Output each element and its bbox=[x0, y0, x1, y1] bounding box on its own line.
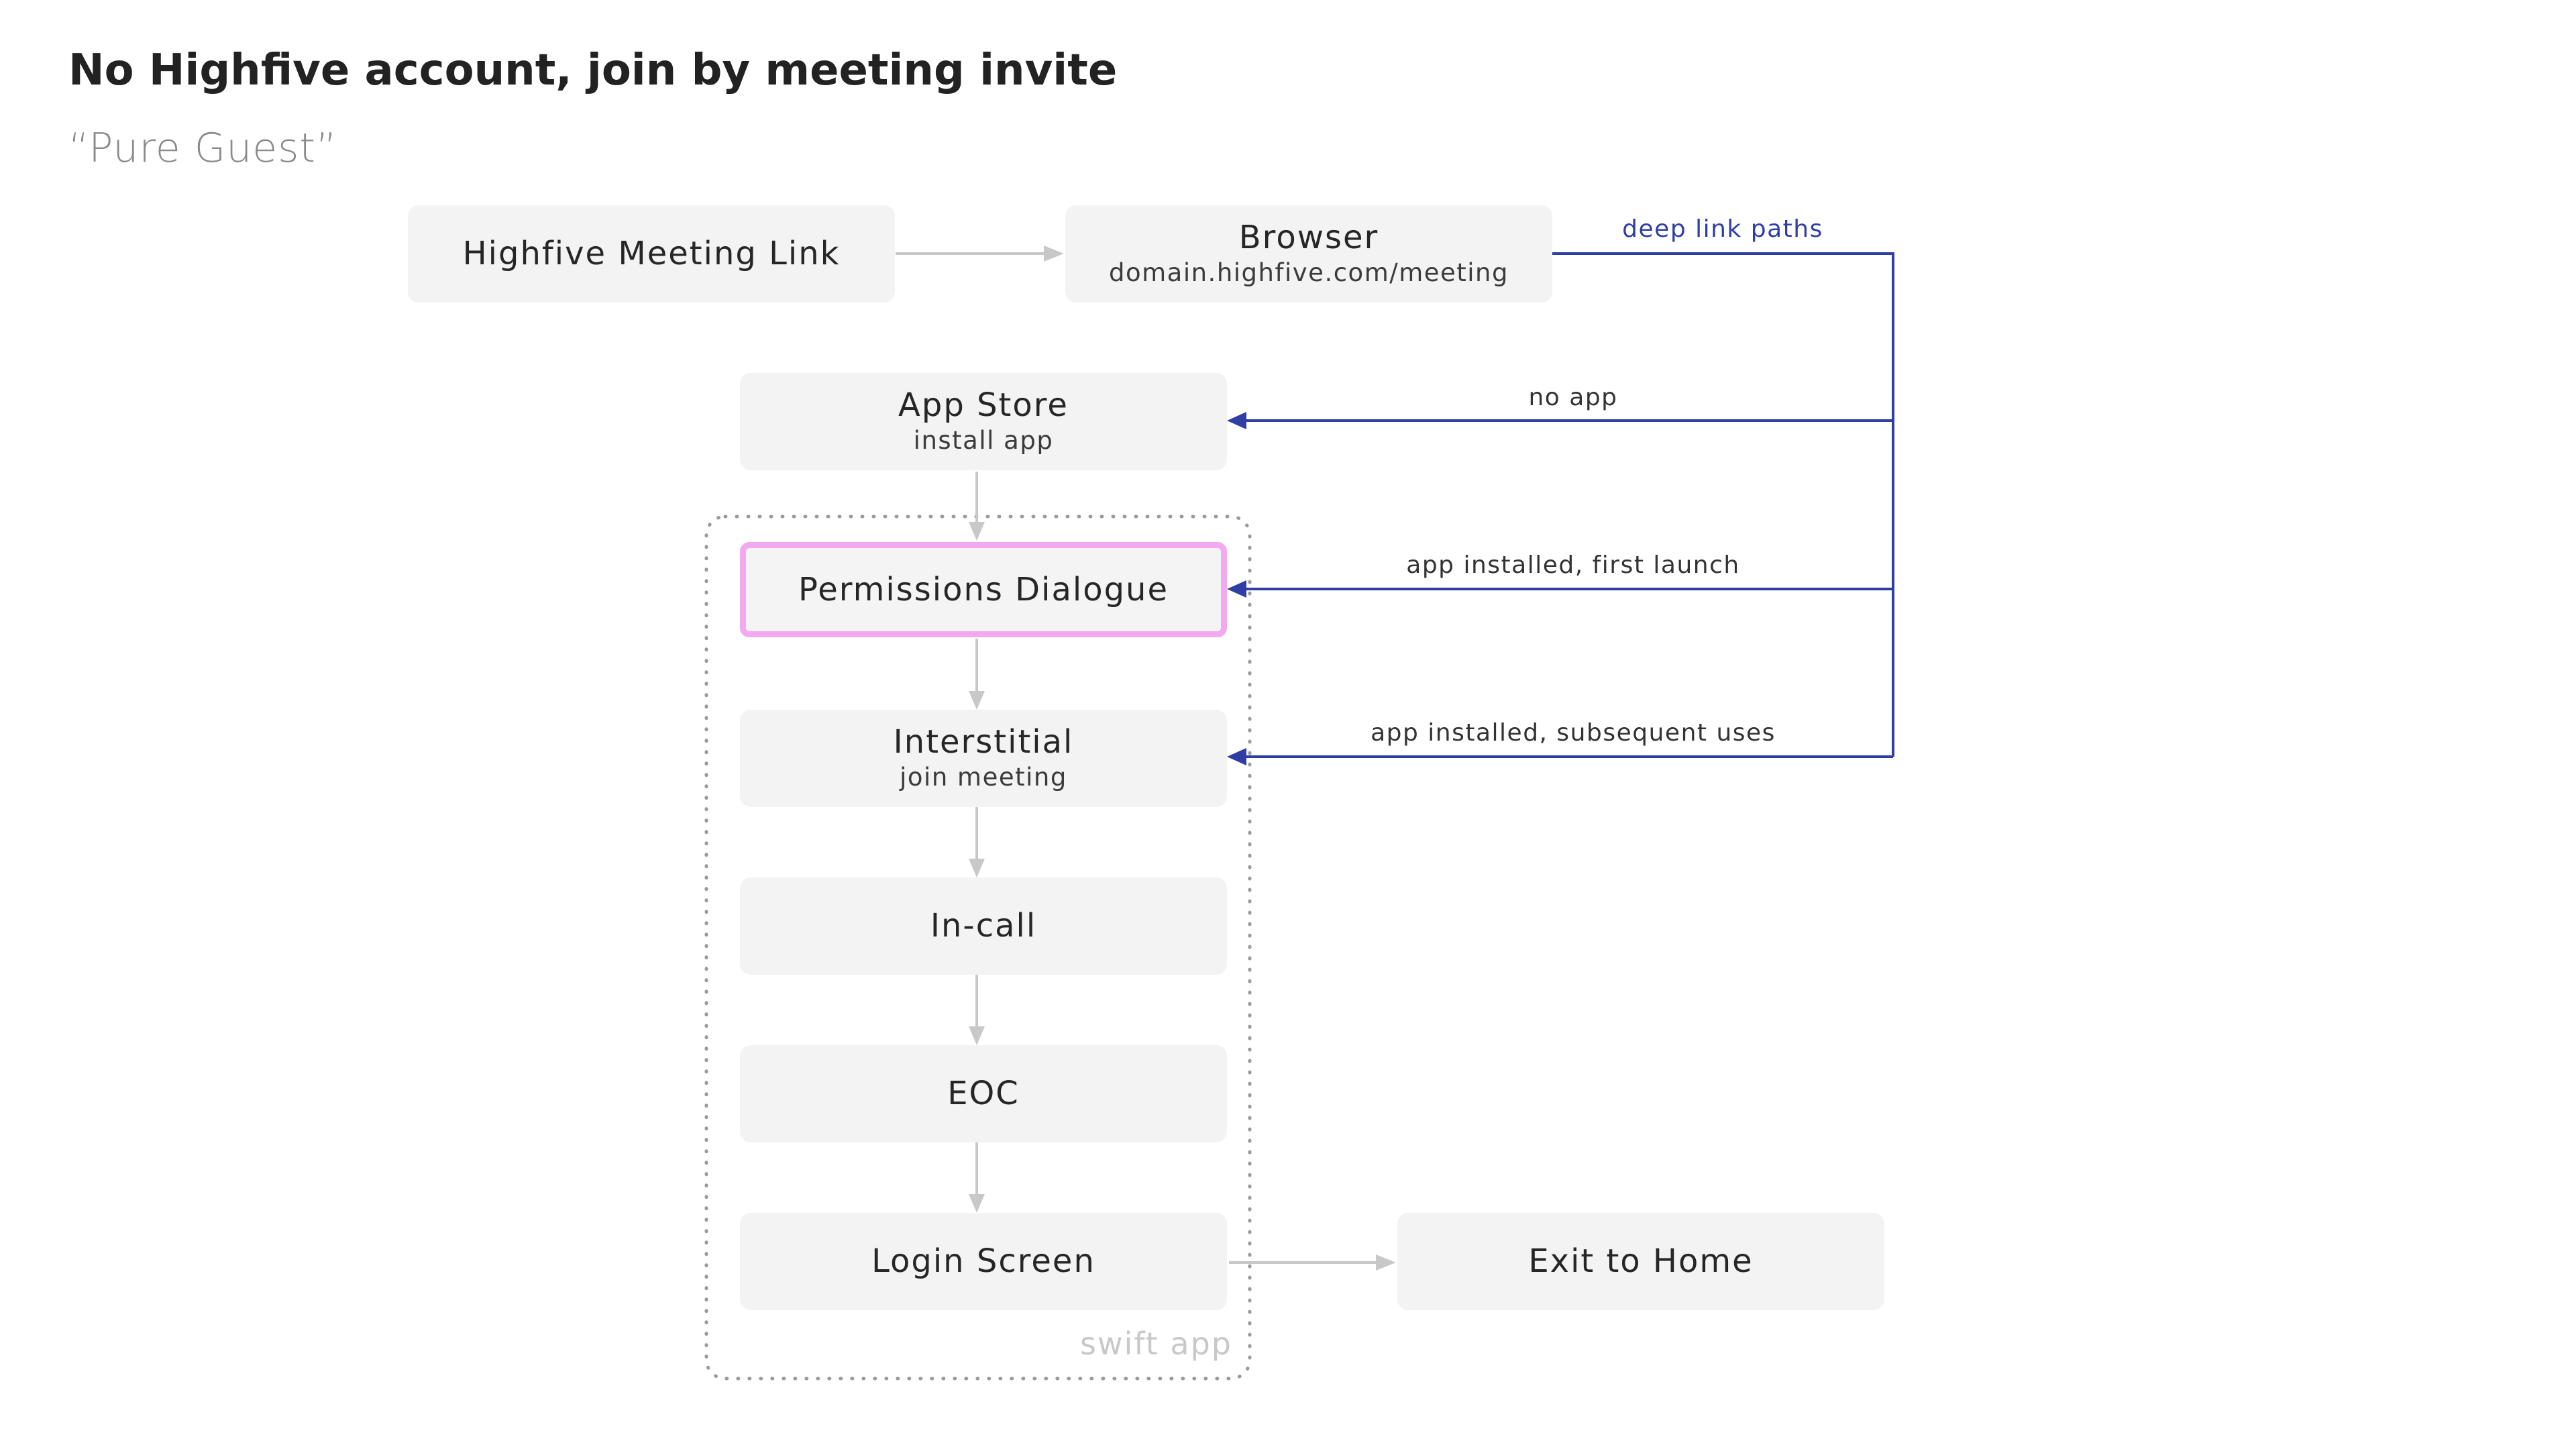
arrowhead-app-store bbox=[1227, 412, 1246, 429]
node-permissions-dialogue: Permissions Dialogue bbox=[740, 542, 1227, 637]
node-title: Login Screen bbox=[871, 1242, 1095, 1281]
arrowhead-incall bbox=[969, 859, 985, 877]
node-title: In-call bbox=[930, 907, 1037, 945]
edge-label-no-app: no app bbox=[1528, 384, 1618, 411]
node-subtitle: join meeting bbox=[900, 762, 1067, 792]
edge-deep-link-trunk bbox=[1552, 252, 1894, 757]
node-title: Interstitial bbox=[893, 722, 1074, 761]
node-subtitle: install app bbox=[913, 425, 1054, 455]
node-title: App Store bbox=[898, 386, 1069, 424]
arrowhead-login bbox=[969, 1194, 985, 1213]
arrowhead-browser bbox=[1044, 246, 1064, 262]
node-title: EOC bbox=[947, 1075, 1020, 1113]
node-title: Exit to Home bbox=[1528, 1242, 1754, 1281]
arrowhead-eoc bbox=[969, 1026, 985, 1045]
node-exit-to-home: Exit to Home bbox=[1397, 1213, 1884, 1310]
arrowhead-interstitial bbox=[969, 691, 985, 710]
swift-app-group-label: swift app bbox=[1080, 1326, 1232, 1362]
node-title: Highfive Meeting Link bbox=[462, 235, 841, 273]
arrowhead-exit bbox=[1376, 1254, 1396, 1271]
arrowhead-interstitial-blue bbox=[1227, 748, 1246, 765]
arrowhead-permissions-dialogue bbox=[1227, 580, 1246, 598]
node-title: Browser bbox=[1238, 218, 1379, 256]
page-subtitle: “Pure Guest” bbox=[68, 125, 338, 172]
node-interstitial: Interstitial join meeting bbox=[740, 710, 1227, 807]
node-browser: Browser domain.highfive.com/meeting bbox=[1065, 205, 1552, 303]
arrowhead-permissions bbox=[969, 522, 985, 541]
node-in-call: In-call bbox=[740, 877, 1227, 975]
page-title: No Highfive account, join by meeting inv… bbox=[68, 46, 1118, 95]
node-highfive-meeting-link: Highfive Meeting Link bbox=[408, 205, 895, 303]
node-subtitle: domain.highfive.com/meeting bbox=[1108, 258, 1509, 287]
edge-label-first-launch: app installed, first launch bbox=[1406, 551, 1740, 579]
node-login-screen: Login Screen bbox=[740, 1213, 1227, 1310]
edge-label-subsequent-uses: app installed, subsequent uses bbox=[1371, 719, 1776, 747]
node-eoc: EOC bbox=[740, 1045, 1227, 1142]
node-app-store: App Store install app bbox=[740, 373, 1227, 470]
node-title: Permissions Dialogue bbox=[798, 570, 1169, 608]
edge-label-deep-link-paths: deep link paths bbox=[1622, 215, 1823, 243]
